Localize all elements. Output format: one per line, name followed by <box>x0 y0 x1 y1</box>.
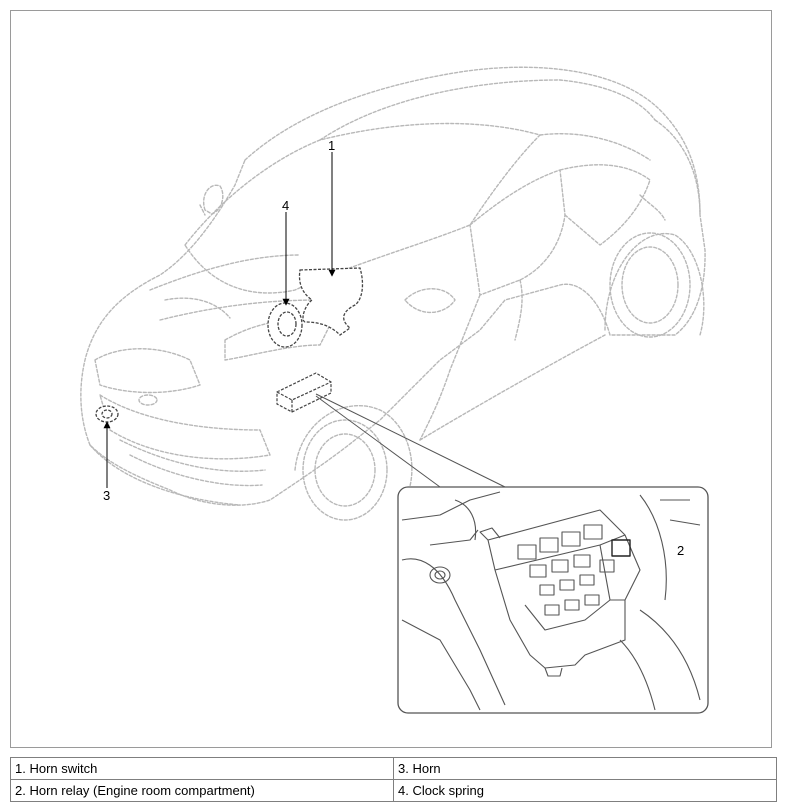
legend-cell: 4. Clock spring <box>393 779 777 802</box>
callout-number-3: 3 <box>103 488 110 503</box>
table-row: 2. Horn relay (Engine room compartment) … <box>10 779 777 802</box>
callout-number-4: 4 <box>282 198 289 213</box>
relay-box-part <box>276 372 332 413</box>
table-row: 1. Horn switch 3. Horn <box>10 757 777 780</box>
legend-cell: 3. Horn <box>393 757 777 780</box>
callout-number-1: 1 <box>328 138 335 153</box>
horn-switch-part <box>298 267 364 336</box>
legend-cell: 1. Horn switch <box>10 757 394 780</box>
legend-cell: 2. Horn relay (Engine room compartment) <box>10 779 394 802</box>
horn-system-diagram: 1 4 3 2 <box>80 66 709 714</box>
zoom-lines <box>315 393 506 488</box>
callout-number-2: 2 <box>677 543 684 558</box>
horn-part <box>95 405 119 423</box>
relay-detail-inset <box>397 486 709 714</box>
car-illustration <box>80 66 706 521</box>
clock-spring-part <box>267 302 303 348</box>
parts-legend-table: 1. Horn switch 3. Horn 2. Horn relay (En… <box>10 757 777 802</box>
